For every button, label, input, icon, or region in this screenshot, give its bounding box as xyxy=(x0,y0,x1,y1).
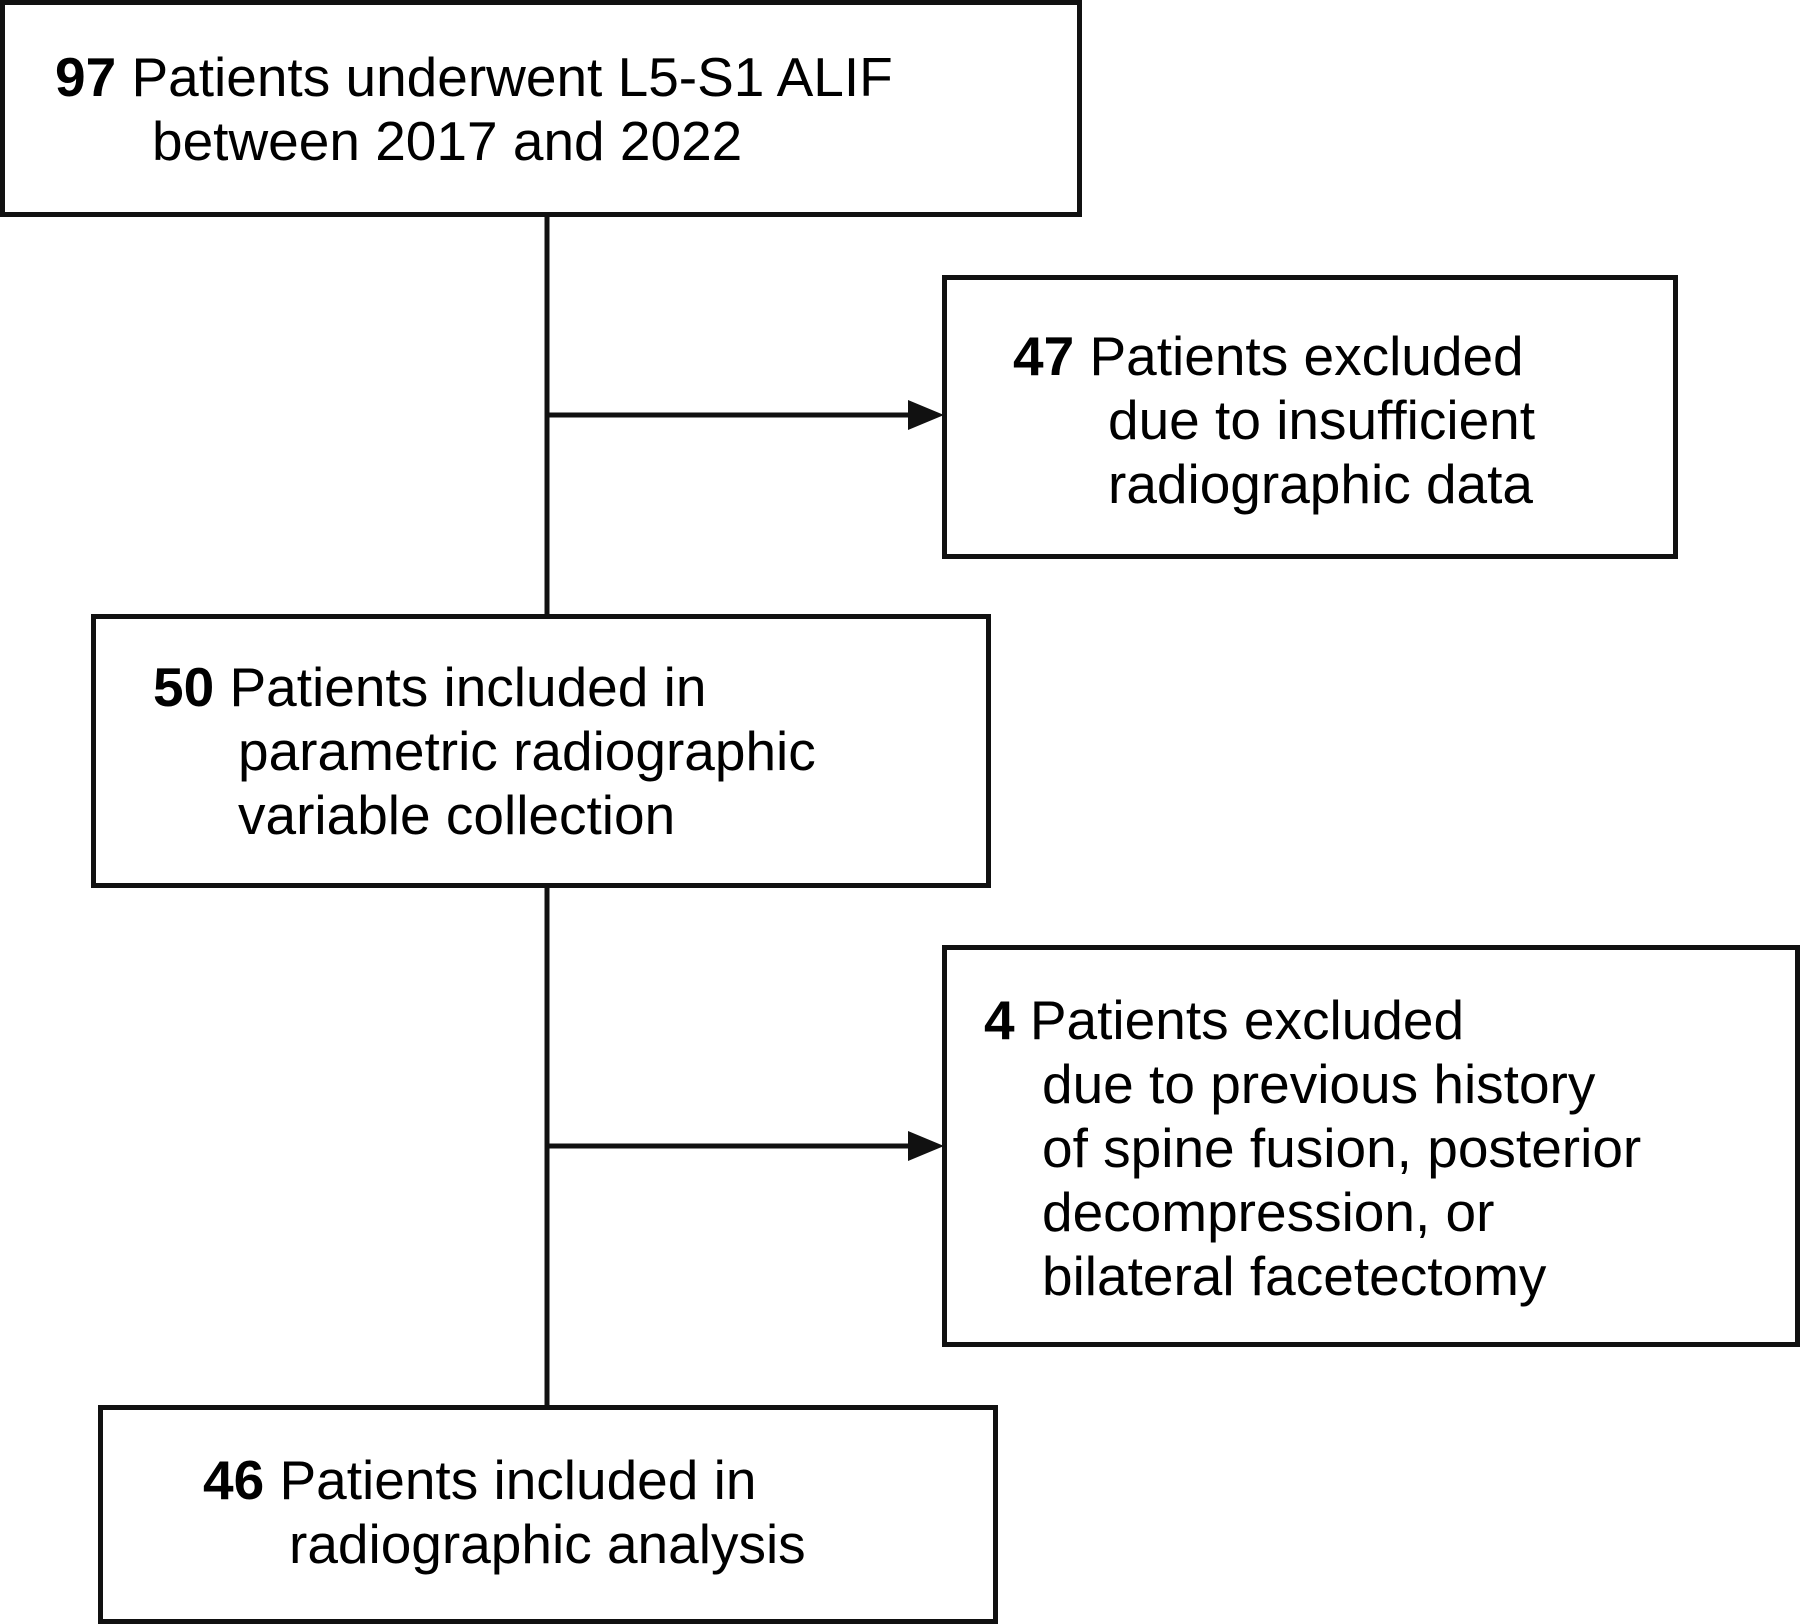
enrolled-first-line: Patients underwent L5-S1 ALIF xyxy=(116,46,893,108)
excluded-1-line-2: due to insufficient xyxy=(1108,389,1536,451)
excluded-1-text: 47 Patients excluded due to insufficient… xyxy=(1013,324,1535,516)
final-text: 46 Patients included in radiographic ana… xyxy=(203,1448,806,1576)
excluded-2-line-4: decompression, or xyxy=(1042,1181,1495,1243)
excluded-1-first-line: Patients excluded xyxy=(1074,325,1524,387)
arrowhead-excluded-1 xyxy=(908,400,944,430)
included-1-box: 50 Patients included in parametric radio… xyxy=(91,614,991,888)
enrolled-line-2: between 2017 and 2022 xyxy=(152,110,743,172)
final-box: 46 Patients included in radiographic ana… xyxy=(98,1405,998,1624)
included-1-line-1: 50 Patients included in xyxy=(153,655,816,719)
included-1-count: 50 xyxy=(153,656,215,718)
enrolled-count: 97 xyxy=(55,46,117,108)
excluded-2-text: 4 Patients excluded due to previous hist… xyxy=(984,988,1641,1308)
excluded-1-line-1: 47 Patients excluded xyxy=(1013,324,1535,388)
enrolled-line-1: 97 Patients underwent L5-S1 ALIF xyxy=(55,45,893,109)
excluded-1-count: 47 xyxy=(1013,325,1075,387)
excluded-2-line-2: due to previous history xyxy=(1042,1053,1596,1115)
excluded-2-first-line: Patients excluded xyxy=(1014,989,1465,1051)
included-1-first-line: Patients included in xyxy=(214,656,707,718)
enrolled-box: 97 Patients underwent L5-S1 ALIF between… xyxy=(0,0,1082,217)
excluded-2-line-1: 4 Patients excluded xyxy=(984,988,1641,1052)
final-line-1: 46 Patients included in xyxy=(203,1448,806,1512)
final-count: 46 xyxy=(203,1449,265,1511)
excluded-2-line-3: of spine fusion, posterior xyxy=(1042,1117,1642,1179)
included-1-text: 50 Patients included in parametric radio… xyxy=(153,655,816,847)
final-line-2: radiographic analysis xyxy=(289,1513,806,1575)
arrowhead-excluded-2 xyxy=(908,1131,944,1161)
excluded-2-line-5: bilateral facetectomy xyxy=(1042,1245,1547,1307)
excluded-1-box: 47 Patients excluded due to insufficient… xyxy=(942,275,1678,559)
excluded-1-line-3: radiographic data xyxy=(1108,453,1534,515)
final-first-line: Patients included in xyxy=(264,1449,757,1511)
excluded-2-box: 4 Patients excluded due to previous hist… xyxy=(942,945,1800,1347)
excluded-2-count: 4 xyxy=(984,989,1015,1051)
enrolled-text: 97 Patients underwent L5-S1 ALIF between… xyxy=(55,45,893,173)
included-1-line-2: parametric radiographic xyxy=(238,720,816,782)
included-1-line-3: variable collection xyxy=(238,784,676,846)
